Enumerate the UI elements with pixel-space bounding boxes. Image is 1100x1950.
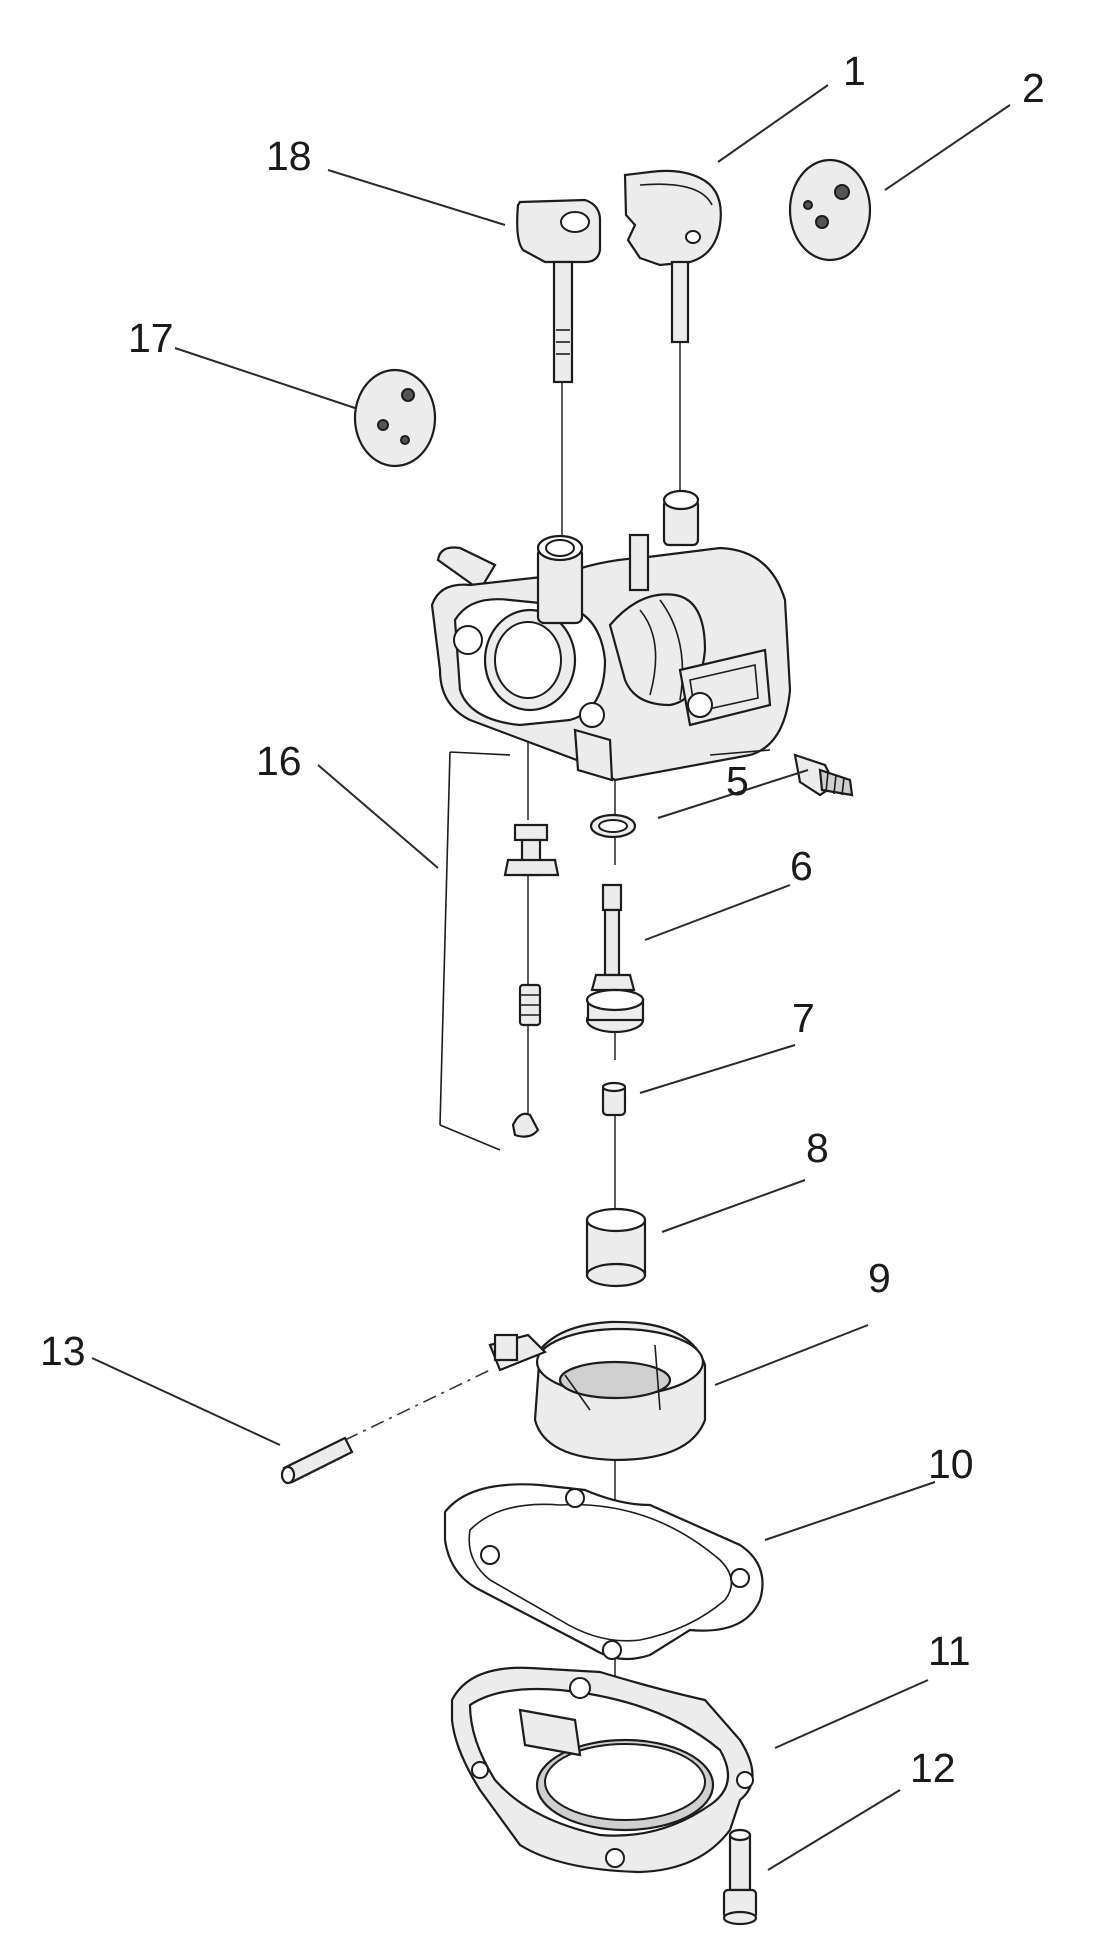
callout-2: 2 (1022, 65, 1045, 111)
part-9-float (488, 1320, 707, 1462)
part-18-shaft (516, 198, 602, 384)
leader-10 (764, 1481, 936, 1541)
callout-1: 1 (843, 48, 866, 94)
part-16-linkage (439, 751, 560, 1151)
callout-10: 10 (928, 1441, 974, 1487)
part-7-jet (601, 1081, 627, 1117)
callout-17: 17 (128, 315, 174, 361)
callout-12: 12 (910, 1745, 956, 1791)
leader-5 (657, 769, 809, 819)
leader-16 (317, 764, 439, 869)
part-13-float-pin (280, 1436, 354, 1485)
leader-9 (714, 1324, 869, 1386)
callout-7: 7 (792, 995, 815, 1041)
idle-screw (793, 753, 854, 797)
leader-13 (91, 1357, 281, 1446)
callout-numbers: 1 2 5 6 7 8 9 10 11 12 13 16 17 18 (40, 48, 1045, 1791)
callout-5: 5 (726, 758, 749, 804)
leader-lines (91, 84, 1011, 1871)
leader-11 (774, 1679, 929, 1749)
callout-8: 8 (806, 1125, 829, 1171)
part-12-bowl-screw (722, 1828, 758, 1926)
leader-8 (661, 1179, 806, 1233)
carburetor-body (430, 489, 792, 782)
part-5-o-ring (589, 813, 637, 839)
callout-11: 11 (928, 1628, 971, 1674)
leader-12 (767, 1789, 901, 1871)
part-10-gasket (443, 1483, 764, 1661)
part-2-choke-disc (788, 158, 872, 262)
leader-2 (884, 104, 1011, 191)
leader-1 (717, 84, 829, 163)
leader-17 (174, 347, 356, 409)
leader-6 (644, 884, 791, 941)
part-8-float-plug (585, 1207, 647, 1288)
part-17-throttle-disc (353, 368, 437, 468)
part-11-float-bowl (450, 1666, 754, 1874)
leader-18 (327, 169, 506, 226)
leader-7 (639, 1044, 796, 1094)
callout-13: 13 (40, 1328, 86, 1374)
callout-18: 18 (266, 133, 312, 179)
callout-9: 9 (868, 1255, 891, 1301)
callout-6: 6 (790, 843, 813, 889)
part-1-choke (623, 169, 722, 344)
callout-16: 16 (256, 738, 302, 784)
part-6-nozzle (585, 883, 645, 1034)
